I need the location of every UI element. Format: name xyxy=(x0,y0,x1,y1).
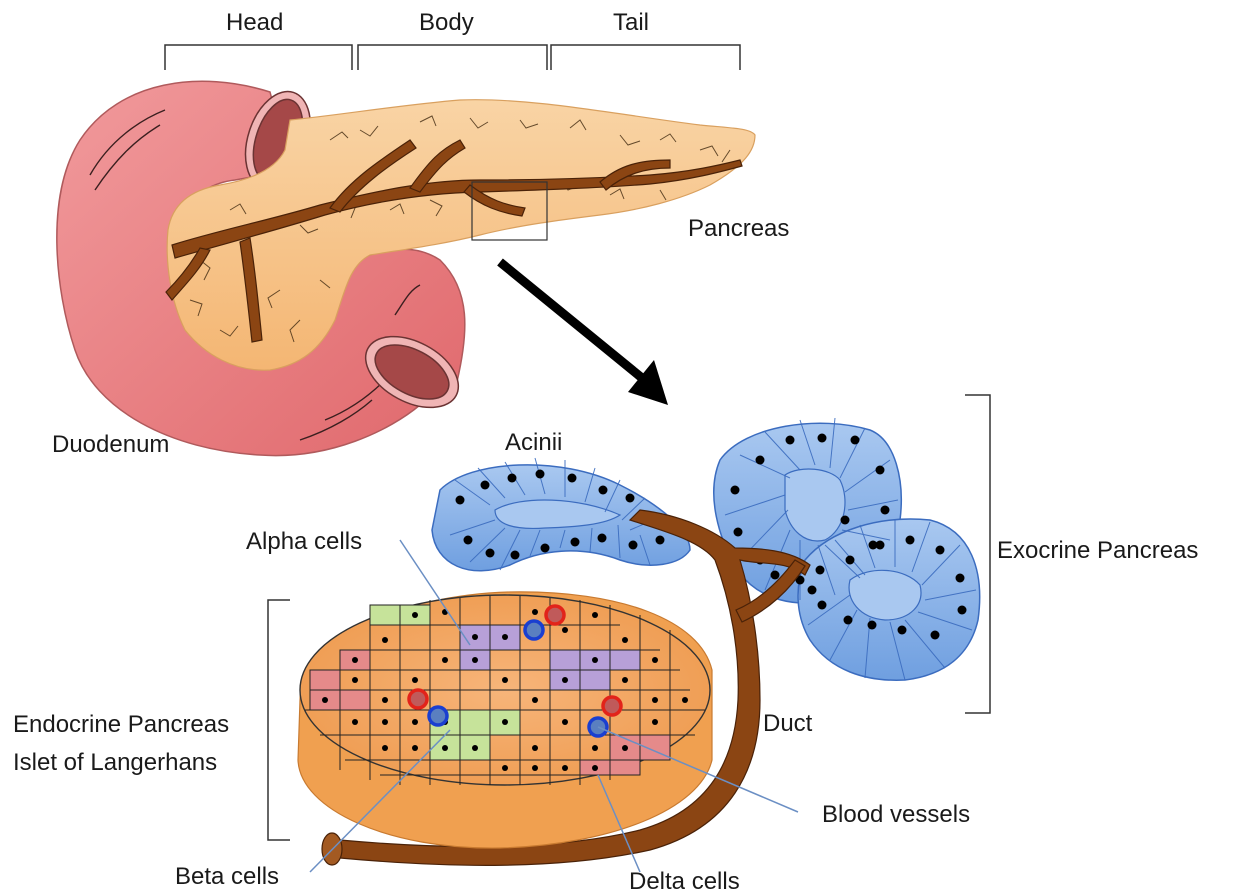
body-bracket xyxy=(358,45,547,70)
zoom-arrow xyxy=(500,262,668,405)
exocrine-pancreas-label: Exocrine Pancreas xyxy=(997,537,1198,564)
endocrine-bracket xyxy=(268,600,290,840)
pancreas-label: Pancreas xyxy=(688,215,789,242)
region-brackets xyxy=(165,45,740,70)
duodenum-label: Duodenum xyxy=(52,431,169,458)
endocrine-title-line2: Islet of Langerhans xyxy=(13,749,217,776)
tail-bracket xyxy=(551,45,740,70)
endocrine-title-line1: Endocrine Pancreas xyxy=(13,711,229,738)
acinii-label: Acinii xyxy=(505,429,562,456)
alpha-cells-label: Alpha cells xyxy=(246,528,362,555)
blood-vessels-label: Blood vessels xyxy=(822,801,970,828)
duct-label: Duct xyxy=(763,710,813,737)
body-label: Body xyxy=(419,9,474,36)
beta-cells-label: Beta cells xyxy=(175,863,279,890)
head-bracket xyxy=(165,45,352,70)
head-label: Head xyxy=(226,9,283,36)
delta-cells-label: Delta cells xyxy=(629,868,740,894)
tail-label: Tail xyxy=(613,9,649,36)
islet-of-langerhans xyxy=(298,592,712,848)
